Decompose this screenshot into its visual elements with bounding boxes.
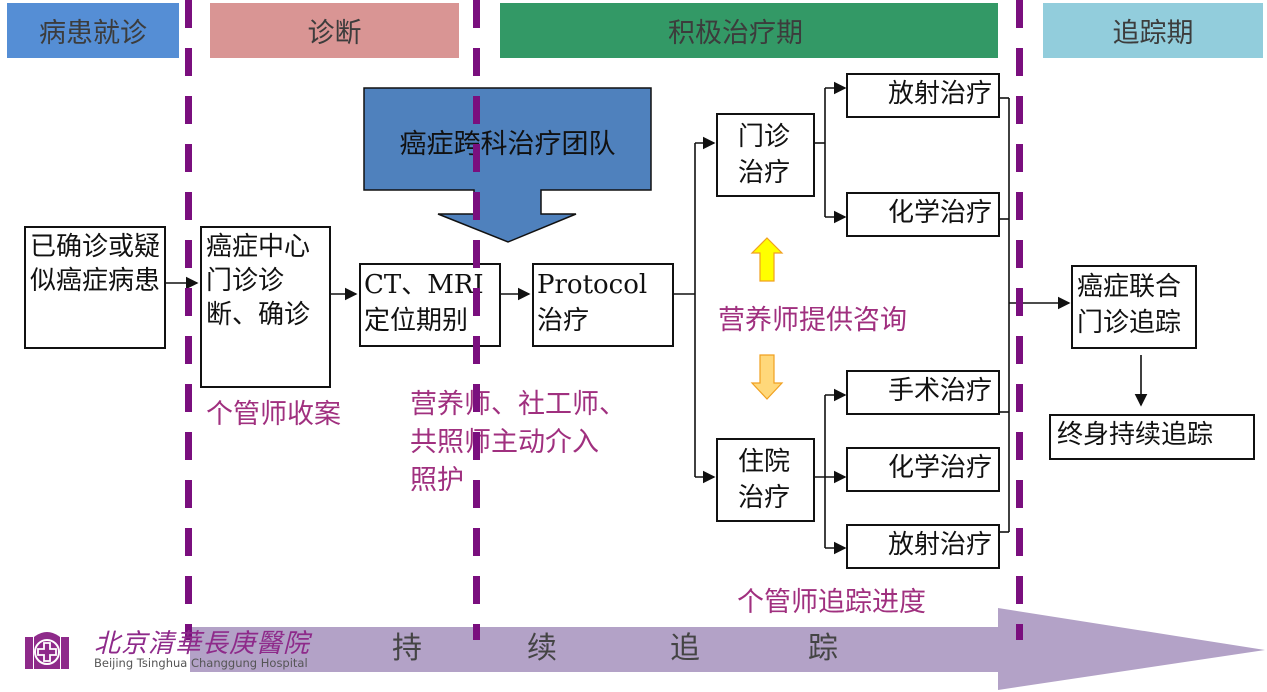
- team-intervention-line3: 照护: [410, 465, 464, 496]
- nutrition-consult: 营养师提供咨询: [718, 305, 907, 336]
- clinic-diagnosis-box: 癌症中心门诊诊断、确诊: [200, 226, 331, 388]
- outpatient-box: 门诊治疗: [716, 113, 815, 197]
- logo-chinese: 北京清華長庚醫院: [94, 629, 311, 659]
- ip-chemo-label: 化学治疗: [887, 453, 992, 483]
- phase-active-treatment: 积极治疗期: [500, 3, 998, 58]
- op-radiation-box: 放射治疗: [846, 73, 1000, 118]
- protocol-box: Protocol 治疗: [532, 263, 674, 347]
- ct-mri-line1: CT、MRI: [364, 270, 484, 300]
- inpatient-label: 住院治疗: [738, 447, 791, 513]
- phase-divider: [185, 0, 192, 640]
- phase-diagnosis: 诊断: [210, 3, 459, 58]
- phase-divider: [1016, 0, 1023, 640]
- op-chemo-box: 化学治疗: [846, 192, 1000, 237]
- phase-label: 病患就诊: [39, 18, 147, 49]
- lifelong-box: 终身持续追踪: [1049, 414, 1255, 460]
- phase-divider: [473, 0, 480, 640]
- outpatient-label: 门诊治疗: [738, 122, 791, 188]
- ct-mri-line2: 定位期别: [364, 306, 469, 336]
- phase-label: 积极治疗期: [668, 18, 803, 49]
- case-manager-intake: 个管师收案: [206, 399, 341, 430]
- op-radiation-label: 放射治疗: [887, 79, 992, 109]
- team-intervention-line1: 营养师、社工师、: [410, 389, 626, 420]
- ip-radiation-box: 放射治疗: [846, 524, 1000, 569]
- phase-patient-visit: 病患就诊: [7, 3, 179, 58]
- case-manager-tracking: 个管师追踪进度: [737, 587, 926, 618]
- op-chemo-label: 化学治疗: [887, 198, 992, 228]
- patient-label: 已确诊或疑似癌症病患: [30, 232, 161, 296]
- track-char: 持: [392, 631, 422, 666]
- clinic-diagnosis-label: 癌症中心门诊诊断、确诊: [206, 232, 311, 330]
- protocol-line2: 治疗: [537, 306, 590, 336]
- patient-box: 已确诊或疑似癌症病患: [24, 226, 166, 349]
- phase-label: 追踪期: [1112, 18, 1194, 49]
- track-char: 踪: [808, 631, 838, 666]
- phase-follow-up: 追踪期: [1043, 3, 1263, 58]
- ip-radiation-label: 放射治疗: [887, 530, 992, 560]
- track-char: 续: [527, 631, 557, 666]
- ip-chemo-box: 化学治疗: [846, 447, 1000, 492]
- lifelong-label: 终身持续追踪: [1057, 420, 1214, 450]
- track-char: 追: [670, 631, 700, 666]
- hospital-cross-icon: [25, 632, 69, 669]
- ip-surgery-box: 手术治疗: [846, 370, 1000, 415]
- logo-english: Beijing Tsinghua Changgung Hospital: [94, 656, 308, 670]
- hospital-logo: 北京清華長庚醫院 Beijing Tsinghua Changgung Hosp…: [24, 625, 324, 675]
- ip-surgery-label: 手术治疗: [887, 376, 992, 406]
- protocol-line1: Protocol: [537, 270, 648, 300]
- phase-label: 诊断: [307, 18, 362, 49]
- team-arrow-label: 癌症跨科治疗团队: [399, 129, 616, 160]
- inpatient-box: 住院治疗: [716, 438, 815, 522]
- team-intervention-line2: 共照师主动介入: [410, 427, 599, 458]
- joint-clinic-label: 癌症联合门诊追踪: [1077, 272, 1182, 338]
- joint-clinic-box: 癌症联合门诊追踪: [1071, 265, 1197, 349]
